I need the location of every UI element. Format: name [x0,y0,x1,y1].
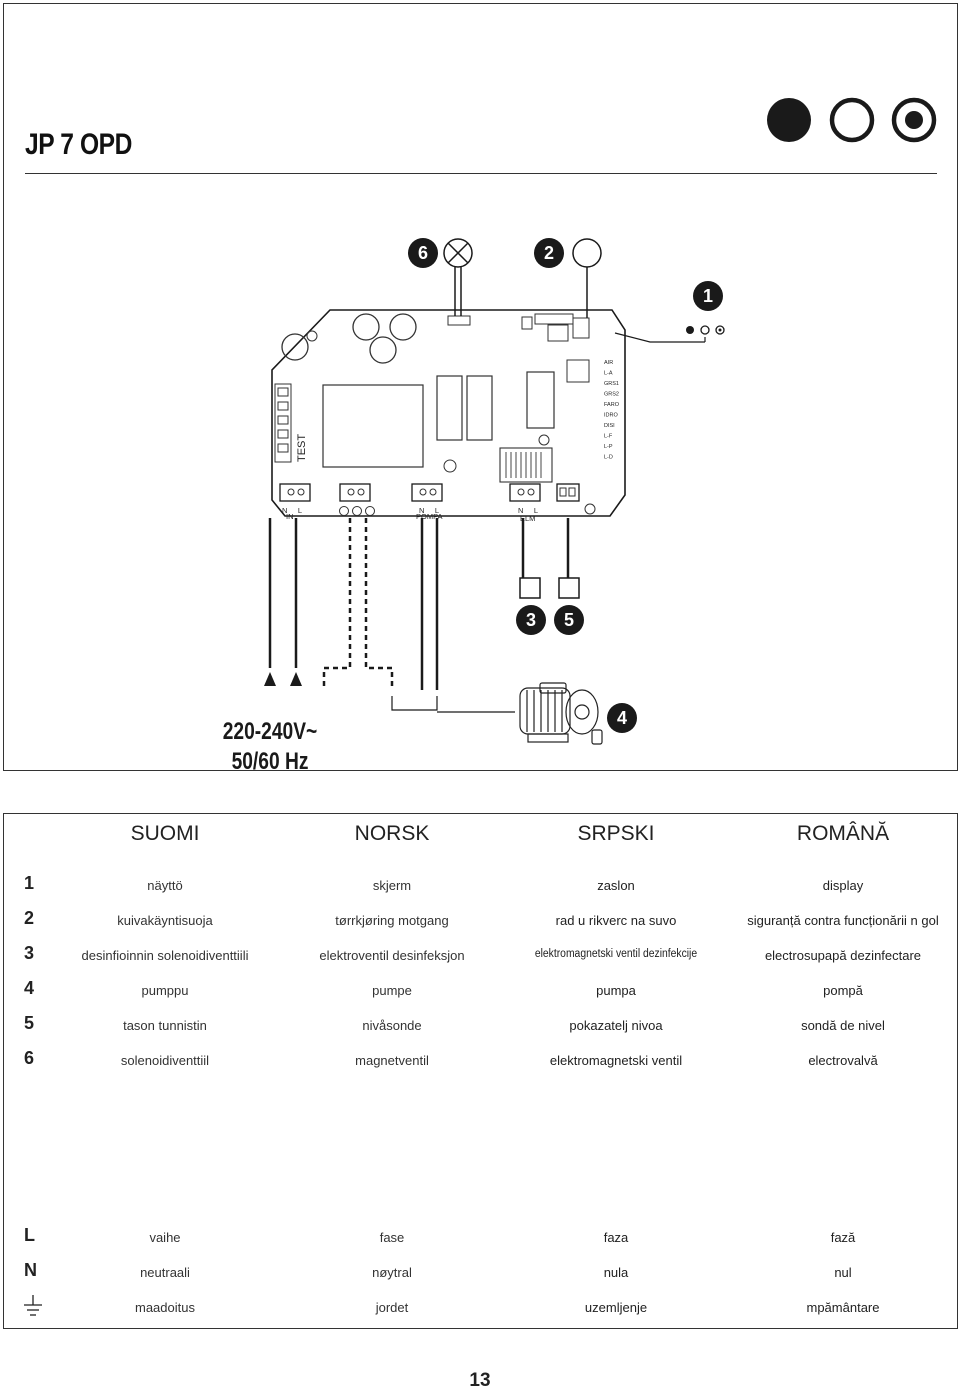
wiring-diagram: TEST N L IN N L POMPA N L ELM AIR L-A GRS1… [264,97,937,745]
callout-number: 2 [544,243,554,263]
translation-cell: rad u rikverc na suvo [555,913,677,928]
legend-cell: vaihe [149,1230,181,1245]
filled-circle-icon [767,98,811,142]
callout-badge-5 [554,605,584,635]
translation-cell: tørrkjøring motgang [335,913,449,928]
diagram-frame [3,3,958,771]
legend-cell: neutraali [140,1265,190,1280]
voltage-line-2: 50/60 Hz [231,748,309,775]
row-number: 2 [24,908,35,928]
translation-cell: elektroventil desinfeksjon [319,948,465,963]
terminal-in-sub: IN [286,512,294,521]
side-label: L-A [604,371,613,377]
pcb-board [271,309,626,517]
row-number: 3 [24,943,35,963]
translation-cell: sondă de nivel [801,1018,885,1033]
title-rule [25,173,937,174]
legend-cell: nula [603,1265,629,1280]
callout-number: 6 [418,243,428,263]
row-number: 4 [24,978,35,998]
translation-cell: electrovalvă [808,1053,878,1068]
row-number: 1 [24,873,35,893]
translation-cell: zaslon [597,878,635,893]
callout-badge-2 [534,238,564,268]
terminal-pompa-label: N L [419,506,439,515]
translation-cell: pumppu [141,983,189,998]
ground-icon [22,1294,44,1323]
callout-badge-4 [607,703,637,733]
legend-cell: faza [603,1230,629,1245]
row-number: 6 [24,1048,35,1068]
side-label: GRS1 [604,381,619,387]
legend-cell: uzemljenje [584,1300,648,1315]
translation-cell: pumpa [596,983,636,998]
legend-cell: nøytral [372,1265,412,1280]
translation-cell: näyttö [147,878,183,893]
callout-badge-3 [516,605,546,635]
solenoid-box-icon [519,577,541,599]
translation-cell: pumpe [372,983,412,998]
dry-run-sensor-icon [572,238,602,268]
translation-cell: skjerm [372,878,412,893]
voltage-line-1: 220-240V~ [222,718,318,745]
page-number: 13 [469,1370,491,1391]
pump-icon [519,682,603,745]
level-probe-box-icon [558,577,580,599]
target-circle-icon [891,97,937,143]
callouts: 6 2 1 3 5 4 [408,238,723,733]
callout-number: 1 [703,286,713,306]
translation-cell: tason tunnistin [123,1018,207,1033]
callout-badge-6 [408,238,438,268]
legend-symbol: N [24,1260,37,1280]
empty-circle-icon [829,97,875,143]
side-label: AIR [604,360,613,366]
table-frame [3,813,958,1329]
lamp-icon [443,238,473,268]
legend-symbol: L [24,1225,35,1245]
translation-cell: pompă [823,983,863,998]
legend-cell: fază [830,1230,856,1245]
side-label: IDRO [604,413,618,419]
legend-cell: maadoitus [135,1300,195,1315]
translation-cell: electrosupapă dezinfectare [764,948,922,963]
translation-cell: siguranță contra funcționării n gol [747,913,939,928]
callout-number: 4 [617,708,627,728]
side-label: L-F [604,434,613,440]
callout-badge-1 [693,281,723,311]
side-label: DISI [604,423,615,429]
side-label: L-P [604,444,613,450]
side-label: GRS2 [604,392,619,398]
display-icon [686,325,725,335]
translation-cell: elektromagnetski ventil [549,1053,683,1068]
test-label: TEST [296,434,308,462]
row-number: 5 [24,1013,35,1033]
translation-cell: display [822,878,864,893]
translation-cell: pokazatelj nivoa [569,1018,663,1033]
translation-cell: nivåsonde [362,1018,422,1033]
page-title: JP 7 OPD [25,128,133,161]
terminal-elm-sub: ELM [520,514,535,523]
language-header: SUOMI [130,822,200,845]
translation-cell: elektromagnetski ventil dezinfekcije [534,948,698,960]
translation-cell: desinfioinnin solenoidiventtiili [81,948,249,963]
legend-cell: fase [379,1230,405,1245]
translation-cell: kuivakäyntisuoja [117,913,213,928]
callout-number: 3 [526,610,536,630]
legend-cell: nul [834,1265,852,1280]
legend-cell: mpământare [806,1300,880,1315]
language-header: ROMÂNĂ [796,822,890,845]
side-label: L-D [604,455,613,461]
language-header: NORSK [354,822,430,845]
legend-cell: jordet [375,1300,409,1315]
terminal-in-label: N L [282,506,302,515]
terminal-pompa-sub: POMPA [416,512,443,521]
callout-number: 5 [564,610,574,630]
language-header: SRPSKI [577,822,655,845]
translation-cell: magnetventil [355,1053,429,1068]
translation-cell: solenoidiventtiil [120,1053,210,1068]
side-label: FARO [604,402,620,408]
terminal-elm-label: N L [518,506,538,515]
